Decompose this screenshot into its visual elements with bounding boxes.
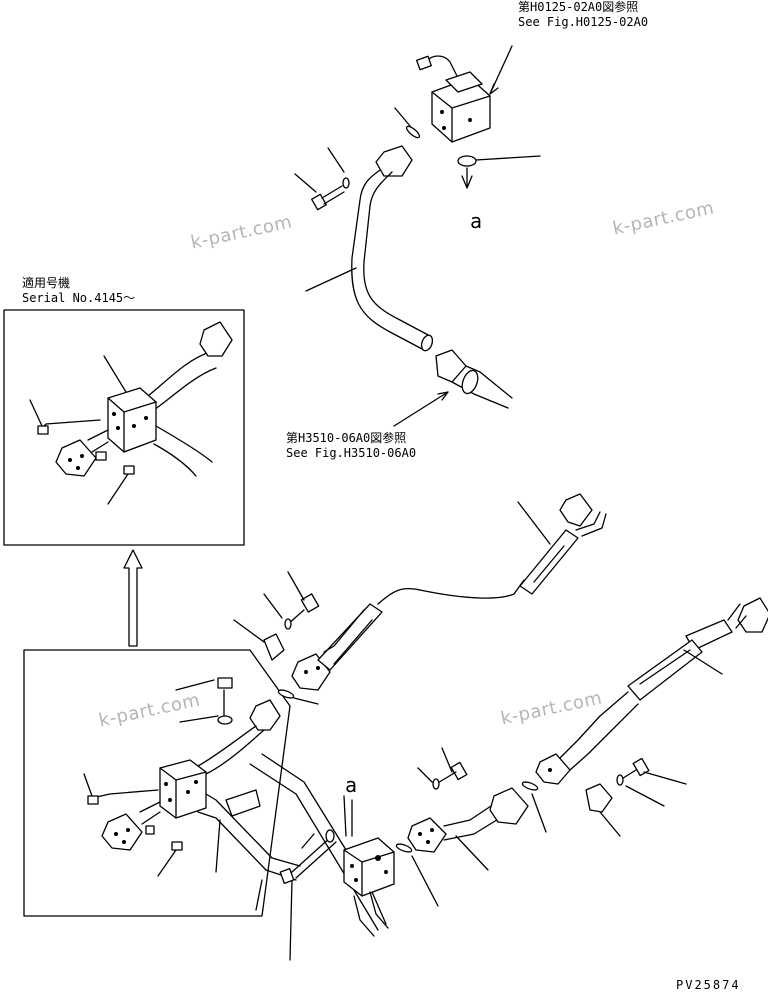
plug-disk — [457, 155, 477, 167]
top-valve — [416, 55, 491, 143]
top-pipe — [351, 145, 434, 352]
o-ring-top — [405, 125, 421, 139]
main-pipe — [249, 753, 395, 937]
ref-top-valve-jp: 第H0125-02A0図参照 — [518, 0, 639, 14]
ref-top-valve-en: See Fig.H0125-02A0 — [518, 15, 649, 29]
serial-label-en: Serial No.4145～ — [22, 291, 136, 305]
bolt-center — [279, 829, 337, 884]
coupling-leader — [393, 391, 449, 427]
ref-pipe-connection-jp: 第H3510-06A0図参照 — [286, 431, 407, 445]
pipe-coupling — [435, 349, 513, 409]
o-ring-left — [277, 689, 295, 699]
marker-a-bottom: a — [345, 773, 358, 797]
hose-upper — [291, 493, 607, 691]
marker-a-top: a — [470, 209, 483, 233]
o-ring-right — [521, 781, 539, 791]
serial-box-frame — [3, 309, 245, 546]
lower-box-frame — [23, 649, 291, 917]
serial-label: 適用号機 Serial No.4145～ — [22, 276, 135, 306]
lower-box-assembly — [87, 677, 301, 881]
hose-right — [535, 597, 768, 785]
serial-box-assembly — [37, 321, 233, 477]
bolt-right — [585, 757, 650, 813]
small-pipe — [407, 787, 529, 853]
bolt-top — [311, 177, 350, 211]
ref-top-valve: 第H0125-02A0図参照 See Fig.H0125-02A0 — [518, 0, 648, 30]
drawing-code: PV25874 — [676, 978, 741, 992]
serial-label-jp: 適用号機 — [22, 276, 71, 290]
arrow-up — [123, 549, 143, 647]
ref-pipe-connection-en: See Fig.H3510-06A0 — [286, 446, 417, 460]
bolt-hose — [263, 593, 320, 661]
bolt-mid — [432, 761, 468, 790]
o-ring-mid — [395, 843, 413, 853]
ref-pipe-connection: 第H3510-06A0図参照 See Fig.H3510-06A0 — [286, 431, 416, 461]
